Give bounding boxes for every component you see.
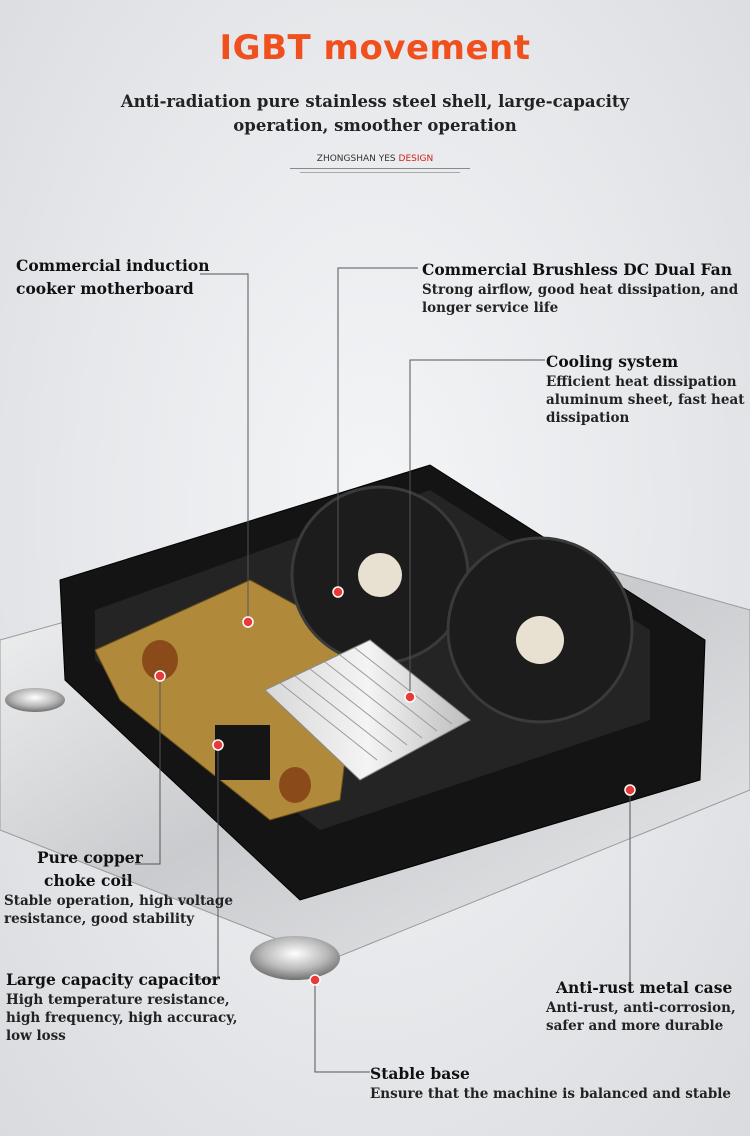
marker-capacitor [212,739,224,751]
cooling-desc-3: dissipation [546,410,630,426]
brand-divider-2 [300,172,460,173]
choke-title-1: Pure copper [37,848,143,867]
motherboard-title-1: Commercial induction [16,256,210,275]
choke-coil-2 [279,767,311,803]
foot-left [5,688,65,712]
capacitor-block [215,725,270,780]
capacitor-desc-2: high frequency, high accuracy, [6,1010,238,1026]
label-base: Stable base Ensure that the machine is b… [370,1062,731,1103]
marker-cooling [404,691,416,703]
choke-desc-2: resistance, good stability [4,911,195,927]
label-choke: Pure copper choke coil Stable operation,… [4,846,233,928]
marker-base [309,974,321,986]
heat-sink [264,639,471,781]
choke-coil-1 [142,640,178,680]
case-title: Anti-rust metal case [556,978,733,997]
page-subtitle: Anti-radiation pure stainless steel shel… [120,92,630,135]
label-cooling: Cooling system Efficient heat dissipatio… [546,350,744,427]
cooling-title: Cooling system [546,352,679,371]
capacitor-desc-1: High temperature resistance, [6,992,230,1008]
page-title: IGBT movement [219,28,531,68]
label-capacitor: Large capacity capacitor High temperatur… [6,968,237,1045]
brand-line: ZHONGSHAN YES DESIGN [0,154,750,164]
marker-choke [154,670,166,682]
label-motherboard: Commercial induction cooker motherboard [16,254,210,300]
choke-desc-1: Stable operation, high voltage [4,893,233,909]
base-desc: Ensure that the machine is balanced and … [370,1086,731,1102]
pcb-board [94,579,361,821]
marker-motherboard [242,616,254,628]
cooling-desc-2: aluminum sheet, fast heat [546,392,745,408]
brand-divider [290,168,470,169]
brand-highlight: DESIGN [398,154,434,164]
capacitor-title: Large capacity capacitor [6,970,220,989]
fan-title: Commercial Brushless DC Dual Fan [422,260,732,279]
base-title: Stable base [370,1064,470,1083]
cooling-desc-1: Efficient heat dissipation [546,374,737,390]
brand-name: ZHONGSHAN YES [316,154,396,164]
motherboard-title-2: cooker motherboard [16,279,194,298]
fan-desc-1: Strong airflow, good heat dissipation, a… [422,282,739,298]
capacitor-desc-3: low loss [6,1028,66,1044]
label-case: Anti-rust metal case Anti-rust, anti-cor… [546,976,736,1035]
label-fan: Commercial Brushless DC Dual Fan Strong … [422,258,738,317]
foot-front [250,936,340,980]
fan-desc-2: longer service life [422,300,559,316]
marker-case [624,784,636,796]
choke-title-2: choke coil [44,871,133,890]
case-desc-1: Anti-rust, anti-corrosion, [546,1000,736,1016]
case-desc-2: safer and more durable [546,1018,724,1034]
marker-fan [332,586,344,598]
